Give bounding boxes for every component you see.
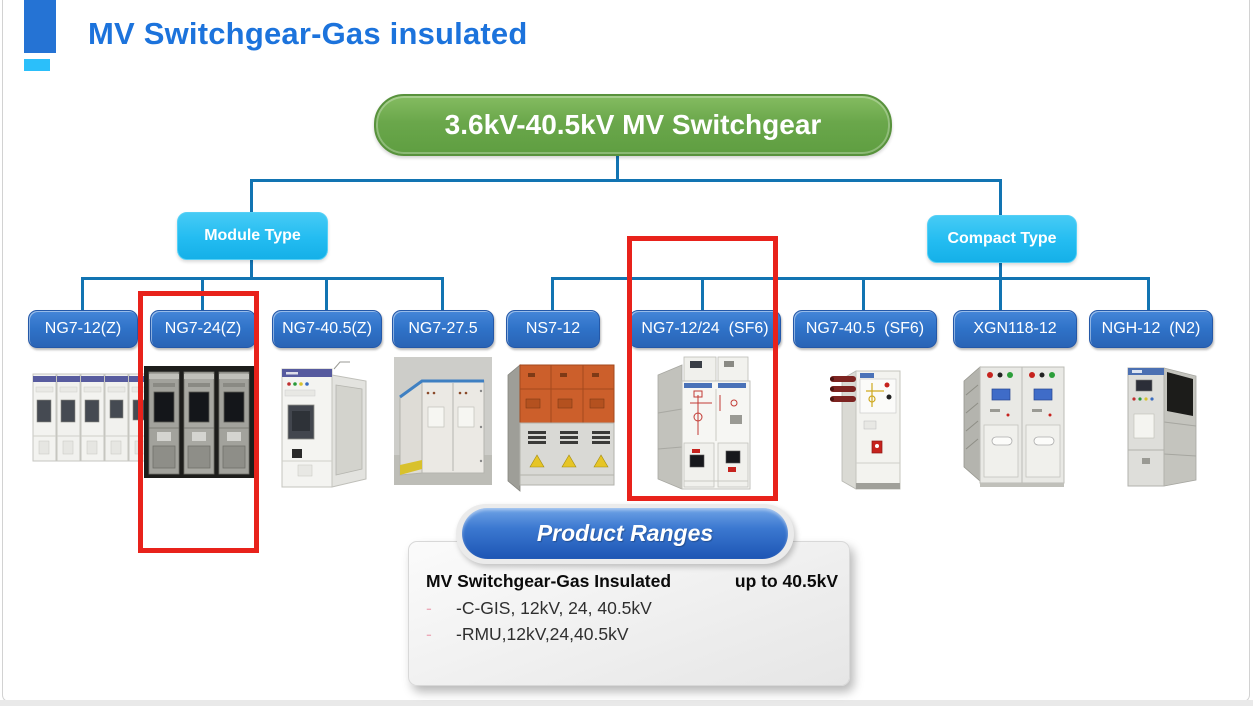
connector-line [325, 277, 328, 311]
product-label: NG7-40.5 (SF6) [805, 320, 925, 337]
connector-line [250, 179, 1002, 182]
product-box-ns7-12: NS7-12 [506, 310, 600, 348]
highlight-box-ng7-24z [138, 291, 259, 553]
connector-line [701, 277, 704, 311]
slide-bottom-band [0, 700, 1253, 706]
product-ranges-heading: MV Switchgear-Gas Insulated up to 40.5kV [426, 571, 838, 592]
product-image-ng7-27-5 [394, 357, 492, 492]
group-label: Compact Type [947, 230, 1057, 247]
product-image-ng7-40-5z [276, 357, 382, 495]
product-label: NG7-24(Z) [164, 320, 242, 337]
connector-line [250, 179, 253, 213]
bullet-text: -RMU,12kV,24,40.5kV [456, 624, 629, 644]
connector-line [999, 277, 1002, 311]
connector-line [862, 277, 865, 311]
connector-line [551, 277, 554, 311]
bullet-dash: - [426, 624, 432, 644]
product-image-ng7-12z [32, 366, 154, 466]
product-label: NG7-12(Z) [44, 320, 122, 337]
connector-line [616, 151, 619, 180]
product-ranges-banner: Product Ranges [462, 508, 788, 559]
product-box-ng7-12-24-sf6: NG7-12/24 (SF6) [629, 310, 781, 348]
product-box-xgn118-12: XGN118-12 [953, 310, 1077, 348]
product-box-ng7-40-5z: NG7-40.5(Z) [272, 310, 382, 348]
root-node-label: 3.6kV-40.5kV MV Switchgear [444, 109, 822, 140]
group-label: Module Type [204, 227, 301, 244]
product-label: NG7-40.5(Z) [282, 320, 372, 337]
group-box-module-type: Module Type [177, 212, 328, 260]
product-image-ng7-24z [144, 366, 254, 480]
ranges-heading-text: MV Switchgear-Gas Insulated [426, 571, 672, 591]
group-box-compact-type: Compact Type [927, 215, 1077, 263]
connector-line [551, 277, 1149, 280]
product-label: NS7-12 [525, 320, 581, 337]
product-box-ng7-24z: NG7-24(Z) [150, 310, 256, 348]
highlight-box-ng7-12-24-sf6 [627, 236, 778, 501]
connector-line [81, 277, 443, 280]
product-label: NG7-27.5 [408, 320, 478, 337]
product-label: XGN118-12 [973, 320, 1057, 337]
connector-line [250, 257, 253, 278]
product-label: NGH-12 (N2) [1101, 320, 1201, 337]
product-image-xgn118-12 [960, 355, 1066, 495]
bullet-text: -C-GIS, 12kV, 24, 40.5kV [456, 598, 652, 618]
product-box-ngh-12-n2: NGH-12 (N2) [1089, 310, 1213, 348]
connector-line [999, 260, 1002, 278]
bullet-dash: - [426, 598, 432, 618]
product-box-ng7-27-5: NG7-27.5 [392, 310, 494, 348]
page-title: MV Switchgear-Gas insulated [88, 16, 528, 51]
connector-line [1147, 277, 1150, 311]
product-box-ng7-40-5-sf6: NG7-40.5 (SF6) [793, 310, 937, 348]
connector-line [81, 277, 84, 311]
product-label: NG7-12/24 (SF6) [641, 320, 769, 337]
title-accent-bar-light [24, 59, 50, 71]
product-image-ng7-40-5-sf6 [828, 357, 914, 501]
product-ranges-panel [408, 541, 850, 686]
ranges-bullet-2: - -RMU,12kV,24,40.5kV [426, 624, 629, 645]
product-image-ns7-12 [506, 353, 618, 500]
root-node: 3.6kV-40.5kV MV Switchgear [374, 94, 892, 156]
title-accent-bar-dark [24, 0, 56, 53]
connector-line [999, 179, 1002, 216]
product-image-ngh-12-n2 [1112, 358, 1204, 496]
product-ranges-banner-label: Product Ranges [536, 520, 714, 546]
ranges-heading-suffix: up to 40.5kV [734, 571, 838, 591]
product-image-ng7-12-24-sf6 [650, 351, 756, 497]
product-box-ng7-12z: NG7-12(Z) [28, 310, 138, 348]
connector-line [441, 277, 444, 311]
ranges-bullet-1: - -C-GIS, 12kV, 24, 40.5kV [426, 598, 652, 619]
